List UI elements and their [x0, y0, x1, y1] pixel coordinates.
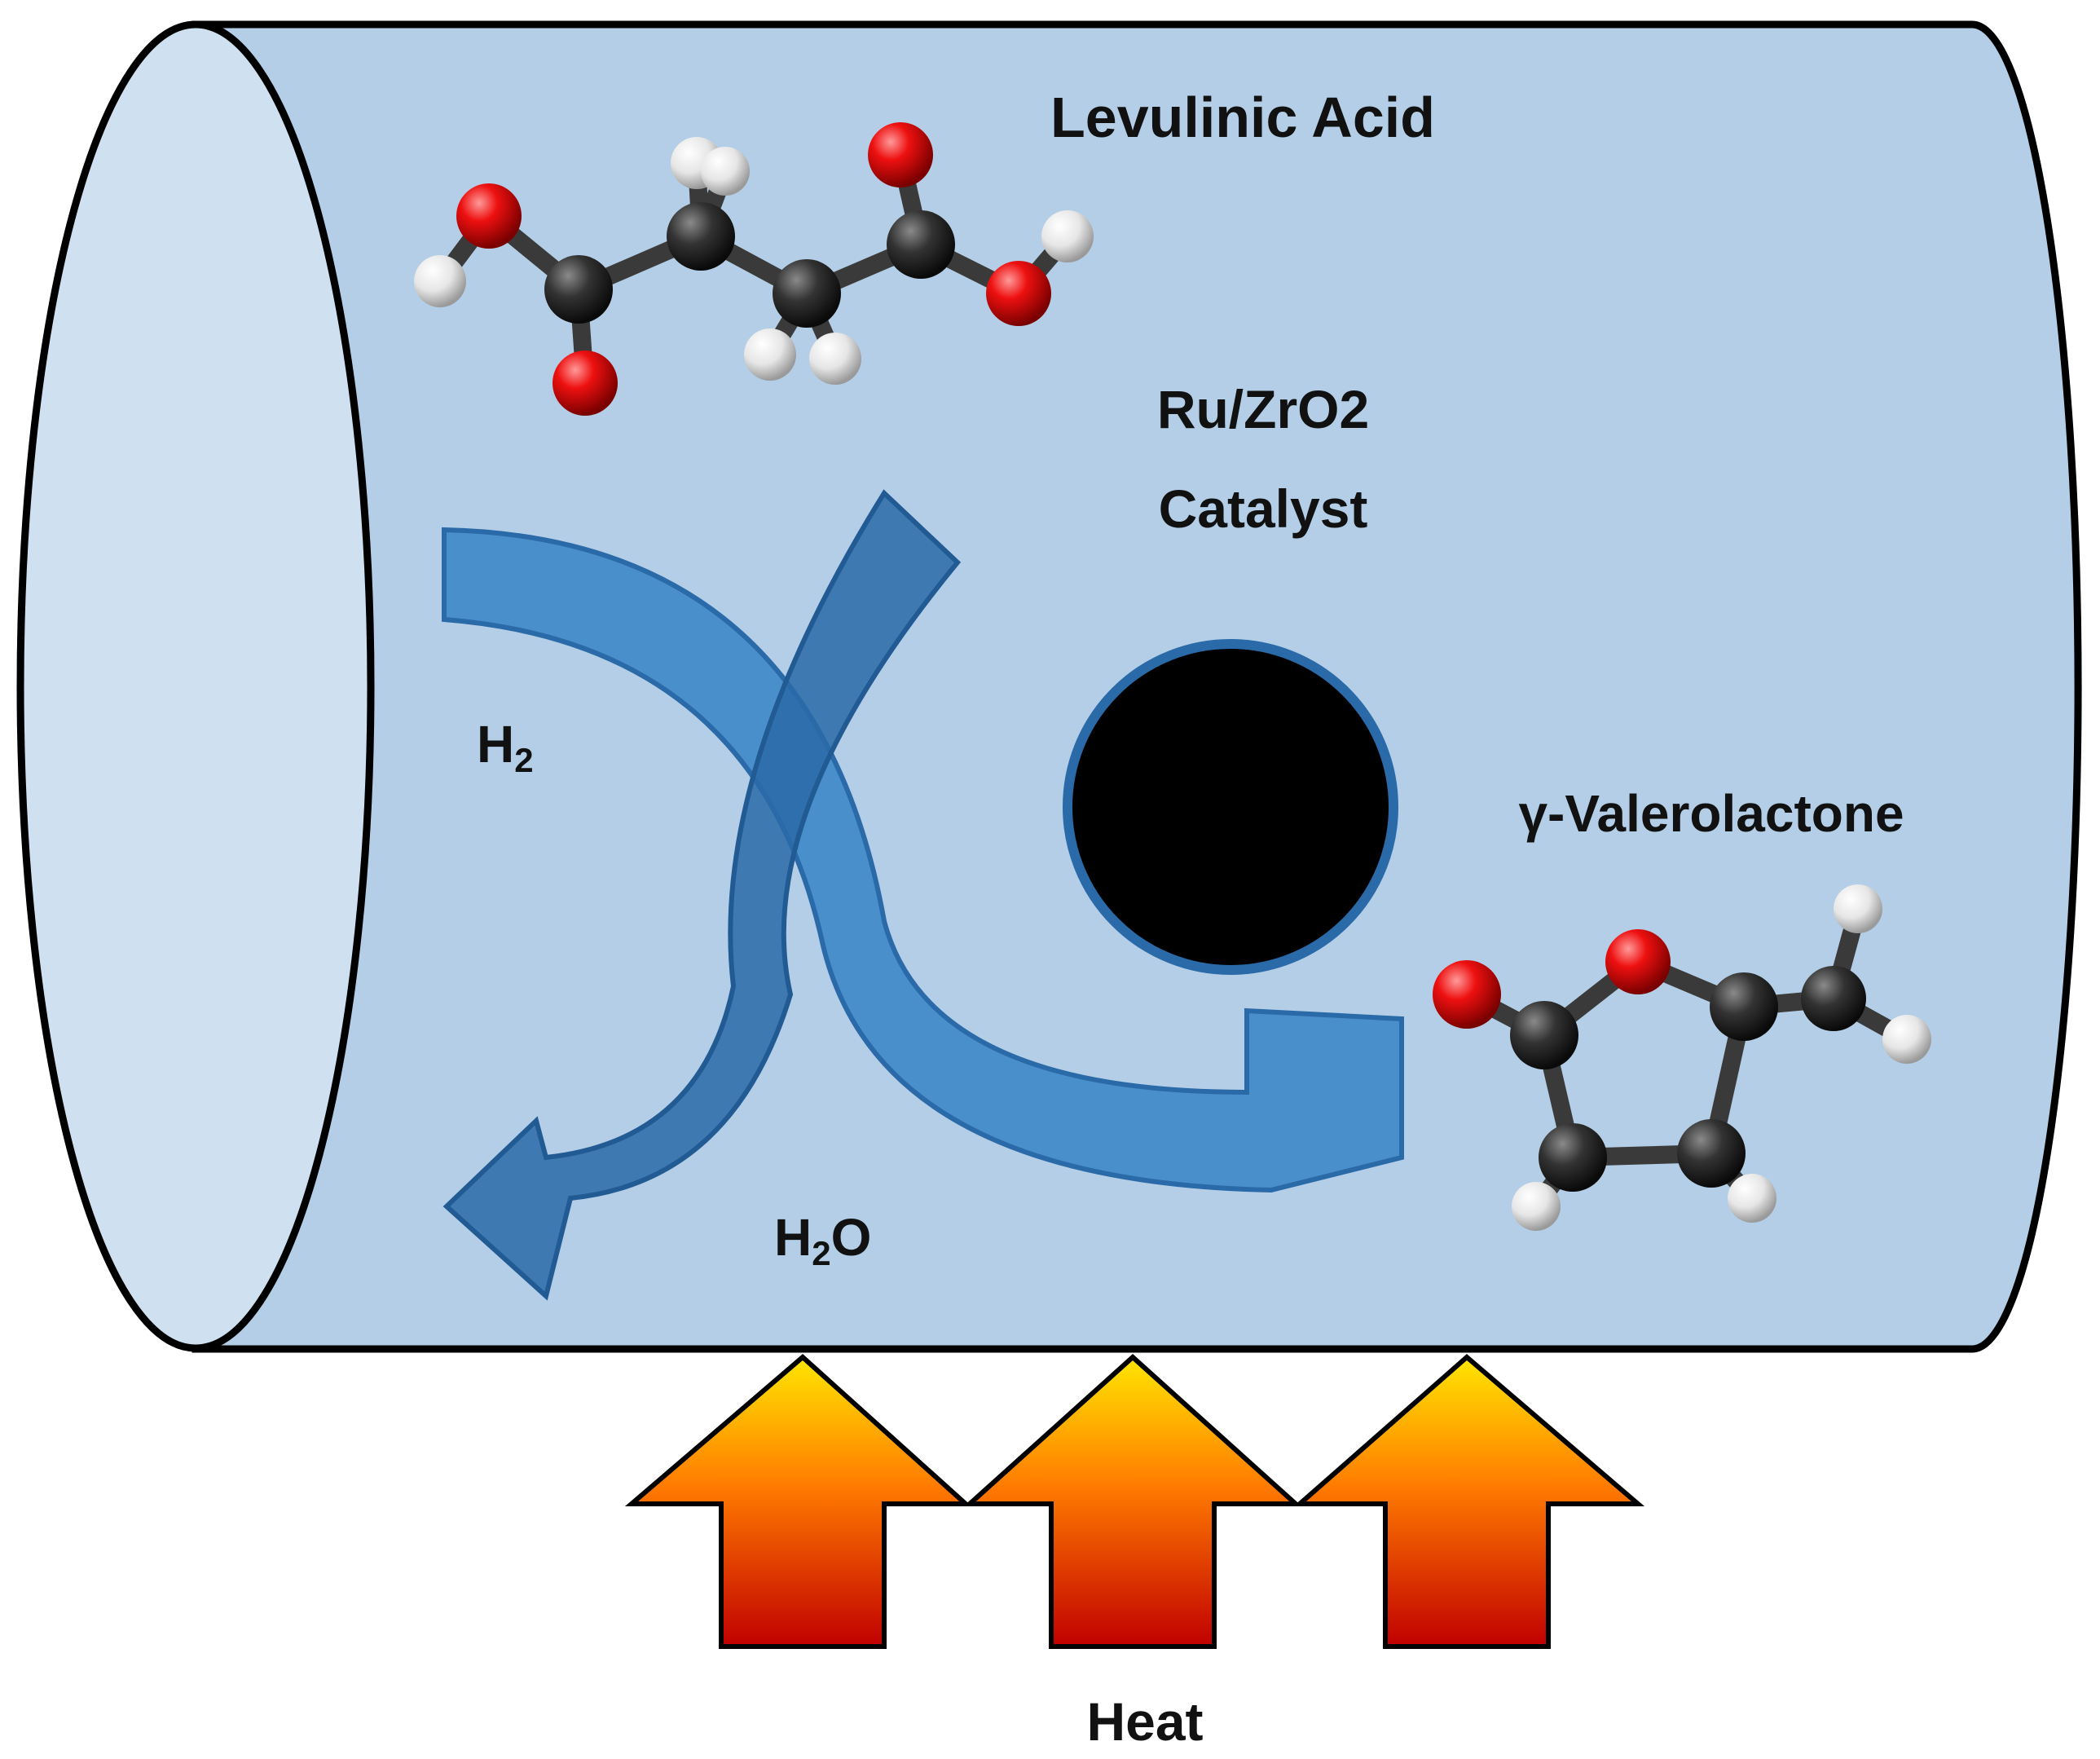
hydrogen-label-base: H — [477, 715, 514, 774]
catalyst-particle-icon — [1063, 639, 1398, 975]
gamma-valerolactone-molecule-icon — [1433, 884, 1931, 1231]
hydrogen-label-subscript: 2 — [514, 741, 533, 779]
heat-arrows — [624, 1353, 1645, 1649]
water-label-o: O — [831, 1208, 872, 1267]
reactant-label: Levulinic Acid — [1050, 86, 1435, 149]
reactor-open-end — [16, 20, 375, 1352]
hydrogen-label: H2 — [477, 715, 534, 779]
levulinic-acid-molecule-icon — [414, 122, 1094, 416]
catalyst-name-label: Ru/ZrO2 — [1157, 379, 1369, 439]
heat-arrow-icon — [624, 1354, 972, 1649]
heat-arrow-icon — [963, 1353, 1302, 1649]
heat-arrow-icon — [1293, 1354, 1645, 1649]
catalyst-word-label: Catalyst — [1159, 478, 1368, 539]
flow-arrows — [442, 489, 1404, 1301]
water-label-subscript: 2 — [812, 1234, 830, 1272]
product-label: γ-Valerolactone — [1518, 784, 1904, 843]
heat-label: Heat — [1086, 1691, 1203, 1752]
water-label: H2O — [774, 1208, 871, 1272]
water-label-h: H — [774, 1208, 812, 1267]
water-outflow-arrow-icon — [442, 489, 962, 1301]
